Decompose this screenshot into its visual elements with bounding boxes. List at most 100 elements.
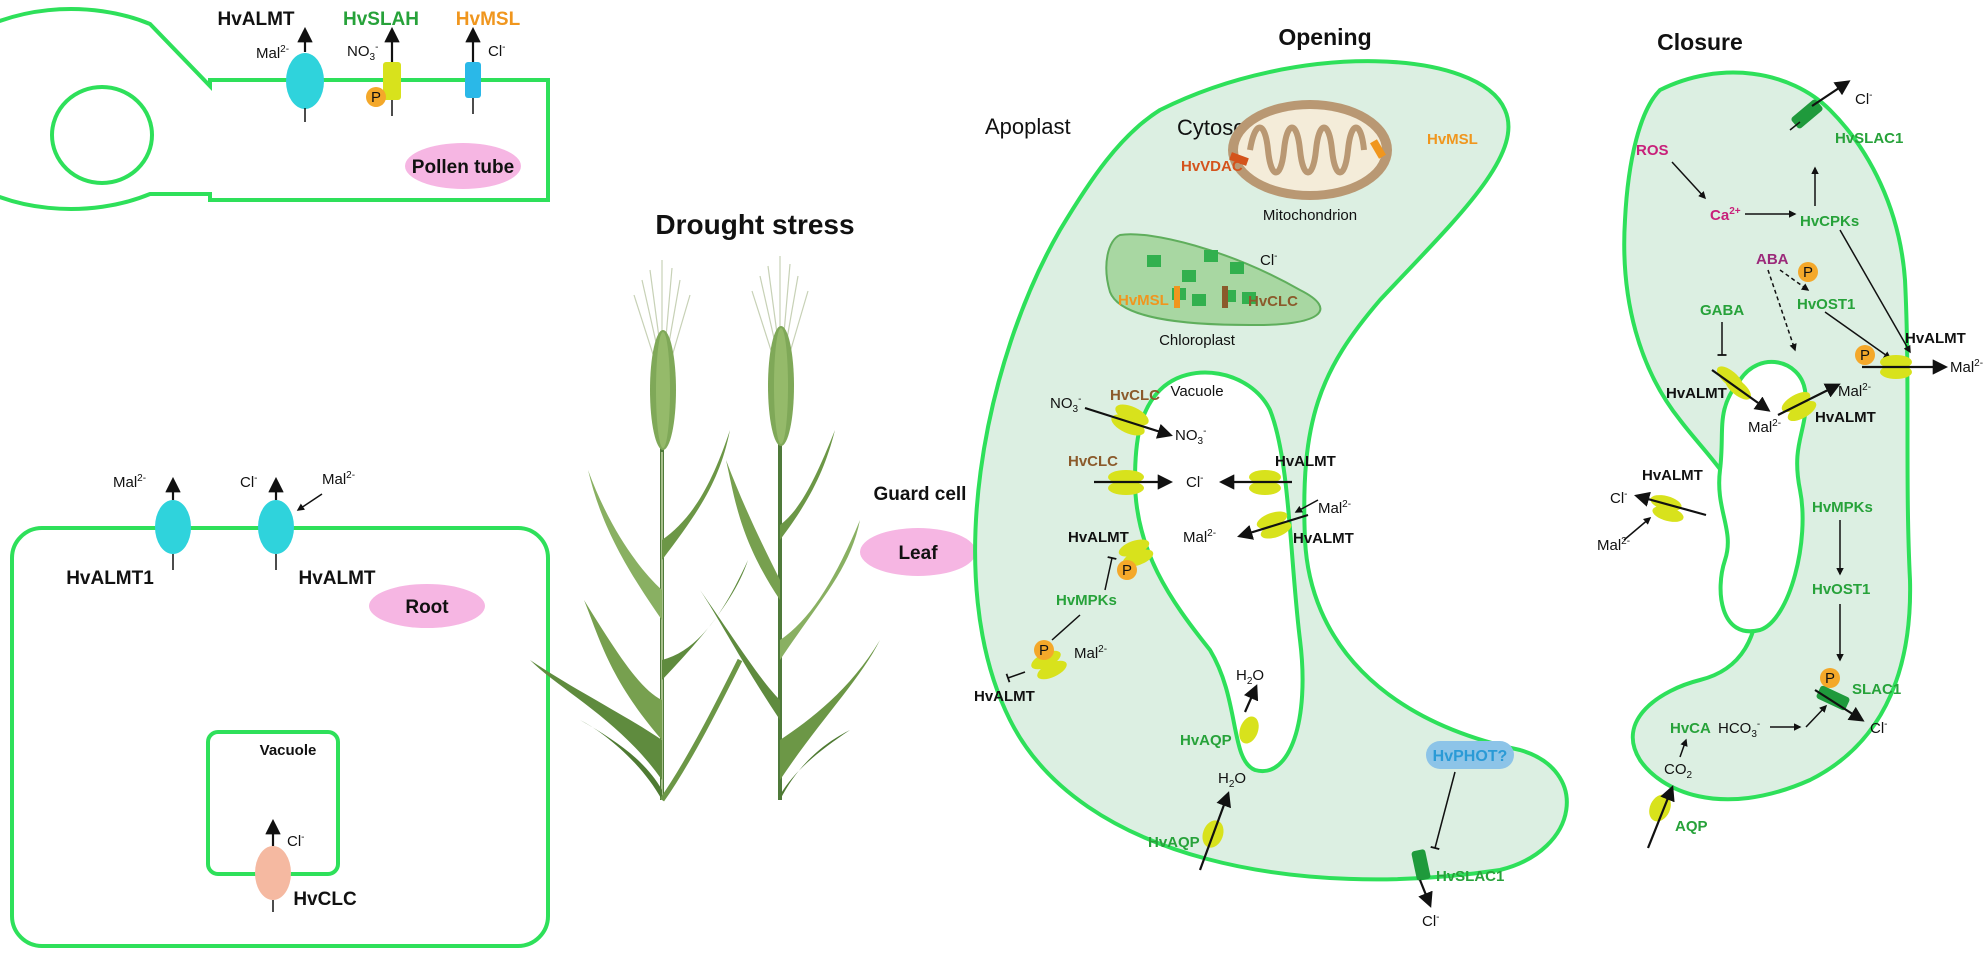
root-hvclc-label: HvCLC bbox=[293, 889, 357, 910]
root-mal-ion-out: Mal2- bbox=[113, 473, 146, 491]
closure-mal-cyto: Mal2- bbox=[1838, 382, 1871, 400]
opening-no3-in: NO3- bbox=[1175, 426, 1206, 447]
pollen-tube-panel: Pollen tube HvALMT Mal2- P HvSLAH NO3- H… bbox=[0, 7, 550, 211]
opening-h2o-vac: H2O bbox=[1236, 667, 1264, 687]
pollen-hvalmt-channel bbox=[286, 53, 324, 109]
root-hvalmt-label: HvALMT bbox=[298, 568, 375, 589]
pollen-mal-ion: Mal2- bbox=[256, 44, 289, 62]
chloroplast-label: Chloroplast bbox=[1159, 332, 1236, 349]
closure-hvcpks-label: HvCPKs bbox=[1800, 213, 1859, 230]
closure-cl-slac1: Cl- bbox=[1870, 719, 1888, 737]
pollen-phospho-badge bbox=[366, 87, 386, 107]
opening-hvaqp-pm-label: HvAQP bbox=[1148, 834, 1200, 851]
closure-cl-left: Cl- bbox=[1610, 489, 1628, 507]
pollen-no3-ion: NO3- bbox=[347, 42, 378, 63]
opening-cl-ion: Cl- bbox=[1186, 473, 1204, 491]
opening-hvalmt-cl-label: HvALMT bbox=[1275, 453, 1336, 470]
closure-hvca-label: HvCA bbox=[1670, 720, 1711, 737]
closure-title: Closure bbox=[1657, 29, 1743, 55]
opening-hvmpks-label: HvMPKs bbox=[1056, 592, 1117, 609]
root-vacuole-label: Vacuole bbox=[260, 742, 317, 759]
closure-ca-label: Ca2+ bbox=[1710, 206, 1741, 224]
opening-hvclc-cl-label: HvCLC bbox=[1068, 453, 1118, 470]
pollen-cl-ion: Cl- bbox=[488, 42, 506, 60]
svg-text:P: P bbox=[371, 89, 381, 106]
closure-hvalmt-tono-right-label: HvALMT bbox=[1815, 409, 1876, 426]
guard-cell-label: Guard cell bbox=[874, 484, 967, 505]
pollen-hvslah-label: HvSLAH bbox=[343, 9, 419, 30]
opening-h2o-cyto: H2O bbox=[1218, 770, 1246, 790]
opening-hvalmt-tono-label: HvALMT bbox=[1068, 529, 1129, 546]
closure-hco3: HCO3- bbox=[1718, 719, 1760, 740]
pollen-hvslah-channel bbox=[383, 62, 401, 100]
closure-panel: Closure Cl- HvSLAC1 ROS Ca2+ HvCPKs ABA … bbox=[1597, 29, 1983, 849]
opening-hvalmt-pm-label: HvALMT bbox=[974, 688, 1035, 705]
chloro-hvclc-label: HvCLC bbox=[1248, 293, 1298, 310]
opening-panel: Opening Apoplast Vacuole Cytosol HvMSL H… bbox=[973, 24, 1569, 930]
root-hvalmt1-label: HvALMT1 bbox=[66, 568, 154, 589]
opening-hvphot-label: HvPHOT? bbox=[1433, 748, 1508, 765]
closure-hvalmt-tono-left-label: HvALMT bbox=[1666, 385, 1727, 402]
opening-mal-ion-pm: Mal2- bbox=[1074, 644, 1107, 662]
opening-hvclc-no3-label: HvCLC bbox=[1110, 387, 1160, 404]
closure-hvost1-lower-label: HvOST1 bbox=[1812, 581, 1870, 598]
pollen-hvmsl-label: HvMSL bbox=[456, 9, 521, 30]
chloro-cl-ion: Cl- bbox=[1260, 251, 1278, 269]
closure-hvost1-label: HvOST1 bbox=[1797, 296, 1855, 313]
mito-hvmsl-label: HvMSL bbox=[1427, 131, 1478, 148]
closure-ros-label: ROS bbox=[1636, 142, 1669, 159]
svg-text:P: P bbox=[1803, 264, 1813, 281]
chloro-hvmsl-label: HvMSL bbox=[1118, 292, 1169, 309]
pollen-tube-label: Pollen tube bbox=[412, 157, 514, 178]
closure-mal-out: Mal2- bbox=[1950, 358, 1983, 376]
opening-vacuole-label: Vacuole bbox=[1170, 383, 1223, 400]
opening-hvaqp-tono-label: HvAQP bbox=[1180, 732, 1232, 749]
pollen-hvalmt-label: HvALMT bbox=[217, 9, 294, 30]
closure-gaba-label: GABA bbox=[1700, 302, 1744, 319]
pollen-tube-membrane bbox=[0, 7, 550, 211]
root-panel: Vacuole Root Mal2- HvALMT1 Cl- Mal2- HvA… bbox=[10, 470, 550, 948]
root-hvalmt-channel bbox=[258, 500, 294, 554]
pollen-hvmsl-channel bbox=[465, 62, 481, 98]
apoplast-label: Apoplast bbox=[985, 114, 1071, 139]
svg-text:P: P bbox=[1039, 642, 1049, 659]
root-tag bbox=[369, 584, 485, 628]
chloroplast bbox=[1105, 233, 1322, 327]
root-hvalmt1-channel bbox=[155, 500, 191, 554]
opening-title: Opening bbox=[1278, 24, 1371, 50]
opening-no3-out: NO3- bbox=[1050, 394, 1081, 415]
leaf-tag-label: Leaf bbox=[898, 543, 938, 564]
svg-text:P: P bbox=[1860, 347, 1870, 364]
svg-text:P: P bbox=[1825, 670, 1835, 687]
svg-text:P: P bbox=[1122, 562, 1132, 579]
closure-hvslac1-label: HvSLAC1 bbox=[1835, 130, 1903, 147]
root-mal-ion-in: Mal2- bbox=[322, 470, 355, 488]
barley-plant-illustration bbox=[530, 256, 880, 802]
opening-mal-ion-cyto: Mal2- bbox=[1183, 528, 1216, 546]
closure-aba-label: ABA bbox=[1756, 251, 1789, 268]
mitochondrion-label: Mitochondrion bbox=[1263, 207, 1357, 224]
pollen-tube-tag bbox=[405, 143, 521, 189]
closure-aqp-label: AQP bbox=[1675, 818, 1708, 835]
closure-hvmpks-label: HvMPKs bbox=[1812, 499, 1873, 516]
root-cl-ion: Cl- bbox=[240, 473, 258, 491]
opening-hvslac1-label: HvSLAC1 bbox=[1436, 868, 1504, 885]
closure-mal-vac: Mal2- bbox=[1748, 418, 1781, 436]
closure-co2: CO2 bbox=[1664, 761, 1693, 781]
closure-cl-top: Cl- bbox=[1855, 90, 1873, 108]
closure-mal-left: Mal2- bbox=[1597, 536, 1630, 554]
closure-hvalmt-right-label: HvALMT bbox=[1905, 330, 1966, 347]
pollen-grain-inner bbox=[50, 85, 154, 185]
mitochondrion bbox=[1228, 100, 1392, 200]
drought-center-panel: Drought stress Guard cell Leaf bbox=[530, 209, 976, 802]
drought-stress-title: Drought stress bbox=[655, 209, 854, 240]
leaf-tag bbox=[860, 528, 976, 576]
closure-vacuole bbox=[1717, 360, 1808, 634]
opening-mal-ion-vac: Mal2- bbox=[1318, 499, 1351, 517]
root-tag-label: Root bbox=[405, 597, 449, 618]
opening-slac-cl-ion: Cl- bbox=[1422, 912, 1440, 930]
closure-hvalmt-left-label: HvALMT bbox=[1642, 467, 1703, 484]
mito-hvvdac-label: HvVDAC bbox=[1181, 158, 1243, 175]
closure-slac1-label: SLAC1 bbox=[1852, 681, 1901, 698]
